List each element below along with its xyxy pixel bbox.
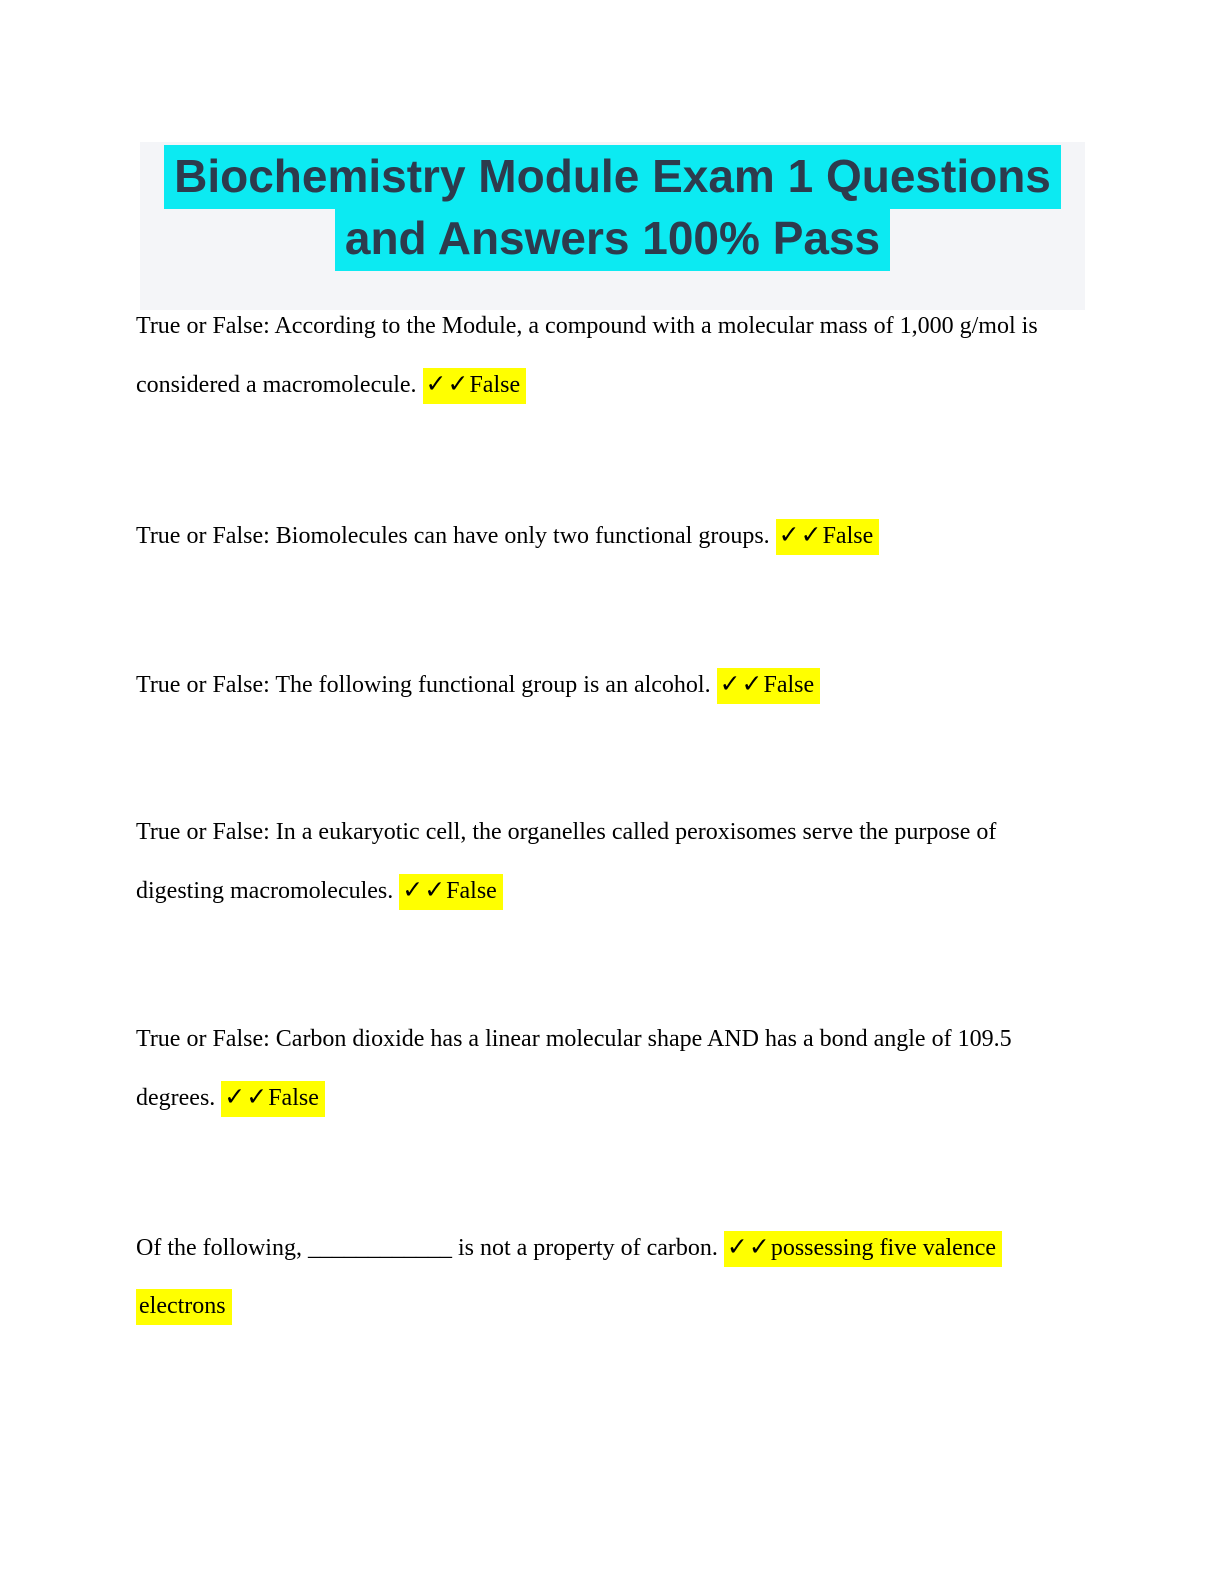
answer-text: possessing five valence electrons <box>139 1235 997 1319</box>
question-item-1: True or False: According to the Module, … <box>136 297 1071 414</box>
question-item-2: True or False: Biomolecules can have onl… <box>136 506 1071 565</box>
answer-highlight: ✓✓False <box>422 368 527 404</box>
answer-text: False <box>763 672 815 698</box>
question-text: True or False: The following functional … <box>136 672 711 698</box>
question-text: True or False: Carbon dioxide has a line… <box>136 1026 1012 1111</box>
answer-highlight: ✓✓False <box>775 519 880 555</box>
answer-highlight: ✓✓False <box>716 668 821 704</box>
title-line-1: Biochemistry Module Exam 1 Questions <box>164 145 1061 209</box>
answer-text: False <box>822 523 874 549</box>
double-checkmark-icon: ✓✓ <box>719 669 764 698</box>
answer-highlight: ✓✓False <box>221 1081 325 1117</box>
question-item-4: True or False: In a eukaryotic cell, the… <box>136 803 1071 920</box>
question-text: Of the following, ____________ is not a … <box>136 1235 718 1261</box>
double-checkmark-icon: ✓✓ <box>778 520 823 549</box>
double-checkmark-icon: ✓✓ <box>224 1082 269 1111</box>
answer-text: False <box>268 1085 319 1111</box>
title-line-2: and Answers 100% Pass <box>334 207 891 271</box>
double-checkmark-icon: ✓✓ <box>402 875 447 904</box>
question-item-3: True or False: The following functional … <box>136 655 1071 714</box>
question-item-6: Of the following, ____________ is not a … <box>136 1218 1071 1335</box>
double-checkmark-icon: ✓✓ <box>425 369 470 398</box>
answer-highlight: ✓✓False <box>399 874 503 910</box>
question-text: True or False: According to the Module, … <box>136 313 1038 398</box>
answer-text: False <box>446 878 497 904</box>
question-text: True or False: In a eukaryotic cell, the… <box>136 819 997 904</box>
question-text: True or False: Biomolecules can have onl… <box>136 523 770 549</box>
question-item-5: True or False: Carbon dioxide has a line… <box>136 1010 1071 1127</box>
answer-text: False <box>469 372 521 398</box>
double-checkmark-icon: ✓✓ <box>726 1232 771 1261</box>
